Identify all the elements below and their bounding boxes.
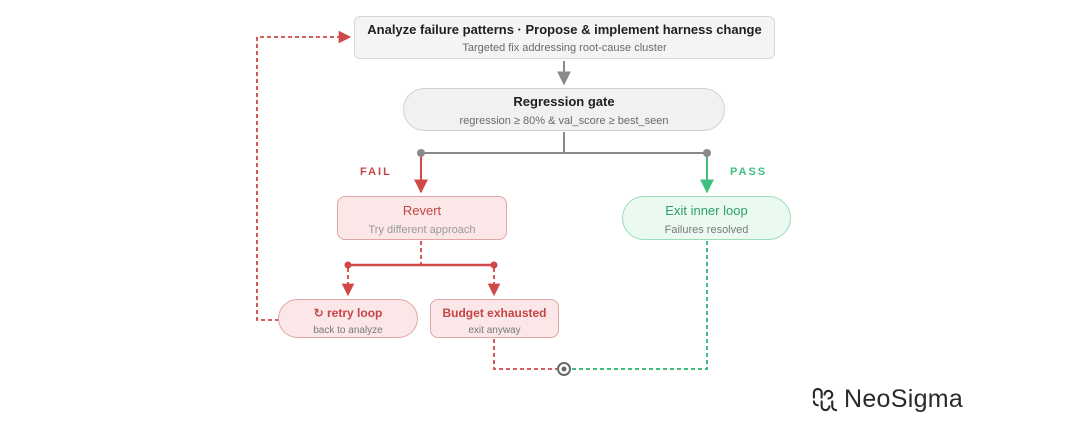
split-dot-budget bbox=[490, 261, 498, 269]
fail-branch-label: FAIL bbox=[360, 166, 392, 178]
brand-logo: NeoSigma bbox=[812, 385, 963, 414]
retry-subtitle: back to analyze bbox=[313, 325, 383, 336]
exit-title: Exit inner loop bbox=[665, 203, 748, 218]
revert-title: Revert bbox=[402, 203, 442, 218]
revert-node: Revert Try different approach bbox=[337, 196, 507, 240]
branch-dot-pass bbox=[703, 149, 711, 157]
pass-branch-label: PASS bbox=[730, 166, 768, 178]
gate-title: Regression gate bbox=[513, 94, 615, 109]
budget-subtitle: exit anyway bbox=[468, 325, 521, 336]
connector-exit-to-merge bbox=[570, 241, 708, 370]
analyze-node: Analyze failure patterns · Propose & imp… bbox=[354, 16, 775, 59]
gate-subtitle: regression ≥ 80% & val_score ≥ best_seen bbox=[459, 115, 669, 127]
analyze-subtitle: Targeted fix addressing root-cause clust… bbox=[462, 42, 667, 54]
budget-exhausted-node: Budget exhausted exit anyway bbox=[430, 299, 559, 338]
retry-title: ↻ retry loop bbox=[313, 306, 383, 320]
exit-subtitle: Failures resolved bbox=[664, 224, 749, 236]
exit-inner-loop-node: Exit inner loop Failures resolved bbox=[622, 196, 791, 240]
neosigma-logo-icon bbox=[812, 387, 838, 412]
revert-subtitle: Try different approach bbox=[368, 224, 476, 236]
branch-dot-fail bbox=[417, 149, 425, 157]
brand-name: NeoSigma bbox=[844, 385, 964, 413]
merge-terminal-inner bbox=[561, 366, 567, 372]
connector-budget-to-merge bbox=[493, 339, 558, 370]
regression-gate-node: Regression gate regression ≥ 80% & val_s… bbox=[403, 88, 725, 131]
arrow-retry-to-analyze bbox=[256, 30, 352, 321]
analyze-title: Analyze failure patterns · Propose & imp… bbox=[367, 22, 762, 37]
budget-title: Budget exhausted bbox=[442, 306, 547, 320]
retry-loop-node: ↻ retry loop back to analyze bbox=[278, 299, 418, 338]
split-dot-retry bbox=[344, 261, 352, 269]
